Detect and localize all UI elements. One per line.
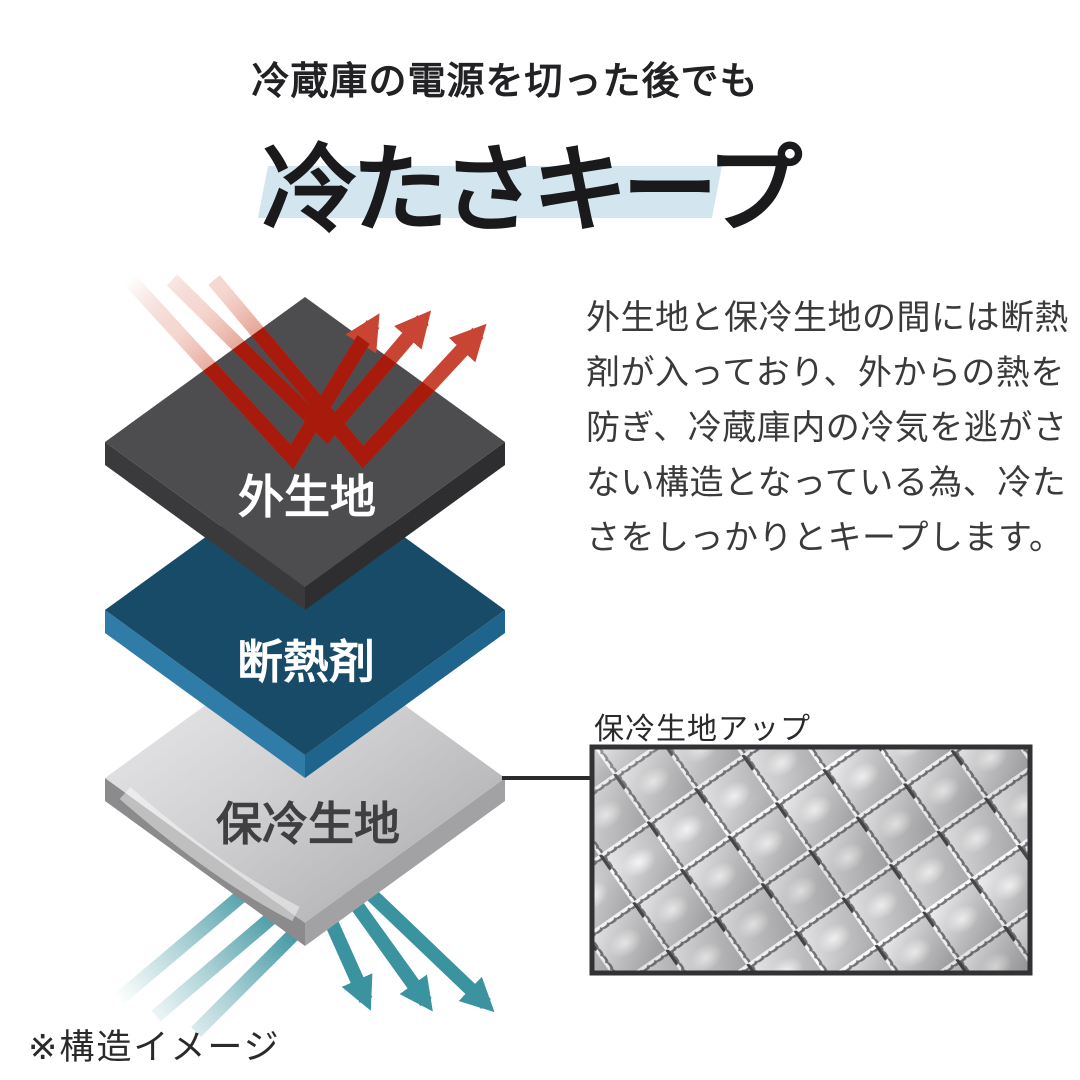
layer-outer-fabric: 外生地 [105,274,505,610]
callout-label: 保冷生地アップ [594,713,811,746]
subtitle: 冷蔵庫の電源を切った後でも [251,61,759,103]
texture-frame [589,744,1033,976]
texture-callout [589,744,1033,976]
description-line: 剤が入っており、外からの熱を [586,354,1065,392]
layer-label: 外生地 [238,471,376,523]
description-line: 外生地と保冷生地の間には断熱 [586,299,1069,337]
description-line: 防ぎ、冷蔵庫内の冷気を逃がさ [586,409,1068,447]
layer-label: 保冷生地 [216,798,400,850]
heat-arrows [124,274,487,470]
page-title: 冷たさキープ [262,137,802,244]
layer-label: 断熱剤 [237,636,375,688]
description-line: ない構造となっている為、冷た [586,464,1067,502]
description-line: さをしっかりとキープします。 [586,519,1064,557]
footnote: ※構造イメージ [28,1028,281,1067]
description-paragraph: 外生地と保冷生地の間には断熱 剤が入っており、外からの熱を 防ぎ、冷蔵庫内の冷気… [586,291,1069,566]
